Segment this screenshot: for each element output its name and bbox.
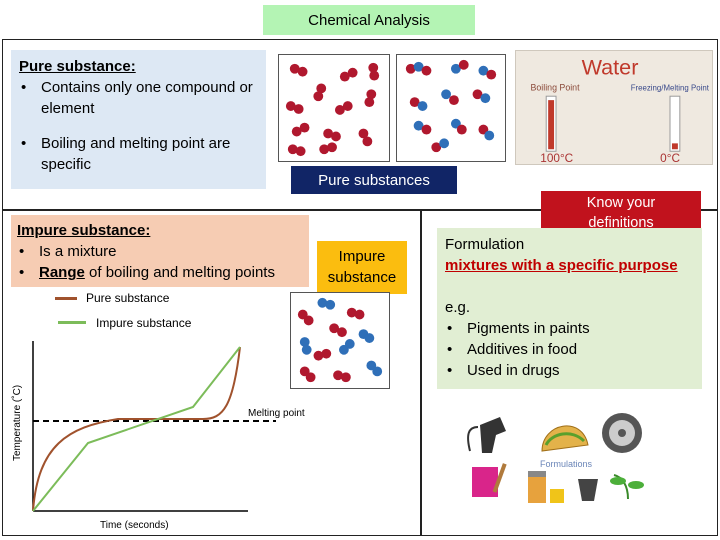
impure-bullet-2-bold: Range (39, 264, 85, 281)
water-thermometer-photo: Water Boiling Point Freezing/Melting Poi… (515, 50, 713, 165)
impure-section-frame (2, 210, 421, 536)
pure-section-frame (2, 39, 718, 210)
pure-compound-molecules-image (396, 54, 506, 162)
impure-bullet-2: Range of boiling and melting points (17, 262, 303, 283)
y-axis-label: Temperature (˚C) (11, 385, 23, 461)
impure-mixture-molecules-image (290, 292, 390, 389)
wheel-icon (602, 413, 642, 453)
paint-can-icon (472, 463, 507, 497)
pure-substance-box: Pure substance: Contains only one compou… (11, 50, 266, 189)
x-axis-label: Time (seconds) (100, 520, 169, 531)
formulation-title: Formulation (445, 236, 525, 253)
formulation-eg: e.g. (445, 299, 471, 316)
plant-icon (610, 474, 644, 500)
formulation-example-2: Additives in food (445, 339, 694, 360)
pure-substances-label: Pure substances (291, 166, 457, 194)
melting-point-label: Melting point (248, 408, 305, 419)
pure-substance-curve (32, 346, 241, 512)
impure-substance-box: Impure substance: Is a mixture Range of … (11, 215, 309, 287)
legend-impure-swatch (58, 321, 86, 324)
impure-bullet-1: Is a mixture (17, 241, 303, 262)
formulation-definition: mixtures with a specific purpose (445, 257, 678, 274)
callout-line-2: definitions (588, 215, 654, 231)
callout-line-1: Know your (586, 195, 656, 211)
legend-pure-label: Pure substance (86, 291, 170, 305)
impure-bullet-2-rest: of boiling and melting points (84, 264, 275, 281)
pure-bullet-1: Contains only one compound or element (19, 77, 258, 119)
pure-bullet-2: Boiling and melting point are specific (19, 133, 258, 175)
medicine-bottle-icon (528, 471, 564, 503)
impure-substance-curve (32, 346, 241, 512)
slide-title: Chemical Analysis (263, 5, 475, 35)
freezing-temp: 0°C (660, 152, 680, 165)
boiling-point-label: Boiling Point (530, 82, 580, 92)
impure-heading: Impure substance: (17, 222, 151, 239)
heating-curve-graph: Melting point Time (seconds) Temperature… (11, 341, 305, 531)
formulation-example-3: Used in drugs (445, 360, 694, 381)
legend-impure-label: Impure substance (96, 316, 192, 330)
water-title: Water (582, 55, 639, 80)
bucket-icon (578, 479, 598, 501)
pure-element-molecules-image (278, 54, 390, 162)
know-definitions-callout: Know your definitions (541, 191, 701, 234)
pure-heading: Pure substance: (19, 58, 136, 75)
formulations-clipart: Formulations (467, 413, 644, 503)
impure-label-line-1: Impure (338, 248, 386, 265)
freezing-point-label: Freezing/Melting Point (631, 83, 710, 92)
impure-label-line-2: substance (327, 269, 397, 286)
impure-substance-label: Impure substance (317, 241, 407, 294)
taco-icon (541, 425, 589, 452)
fuel-nozzle-icon (467, 417, 506, 453)
boiling-temp: 100°C (540, 152, 573, 165)
formulations-caption: Formulations (540, 459, 593, 469)
formulation-box: Formulation mixtures with a specific pur… (437, 228, 702, 389)
legend-pure-swatch (55, 297, 77, 300)
formulation-example-1: Pigments in paints (445, 318, 694, 339)
